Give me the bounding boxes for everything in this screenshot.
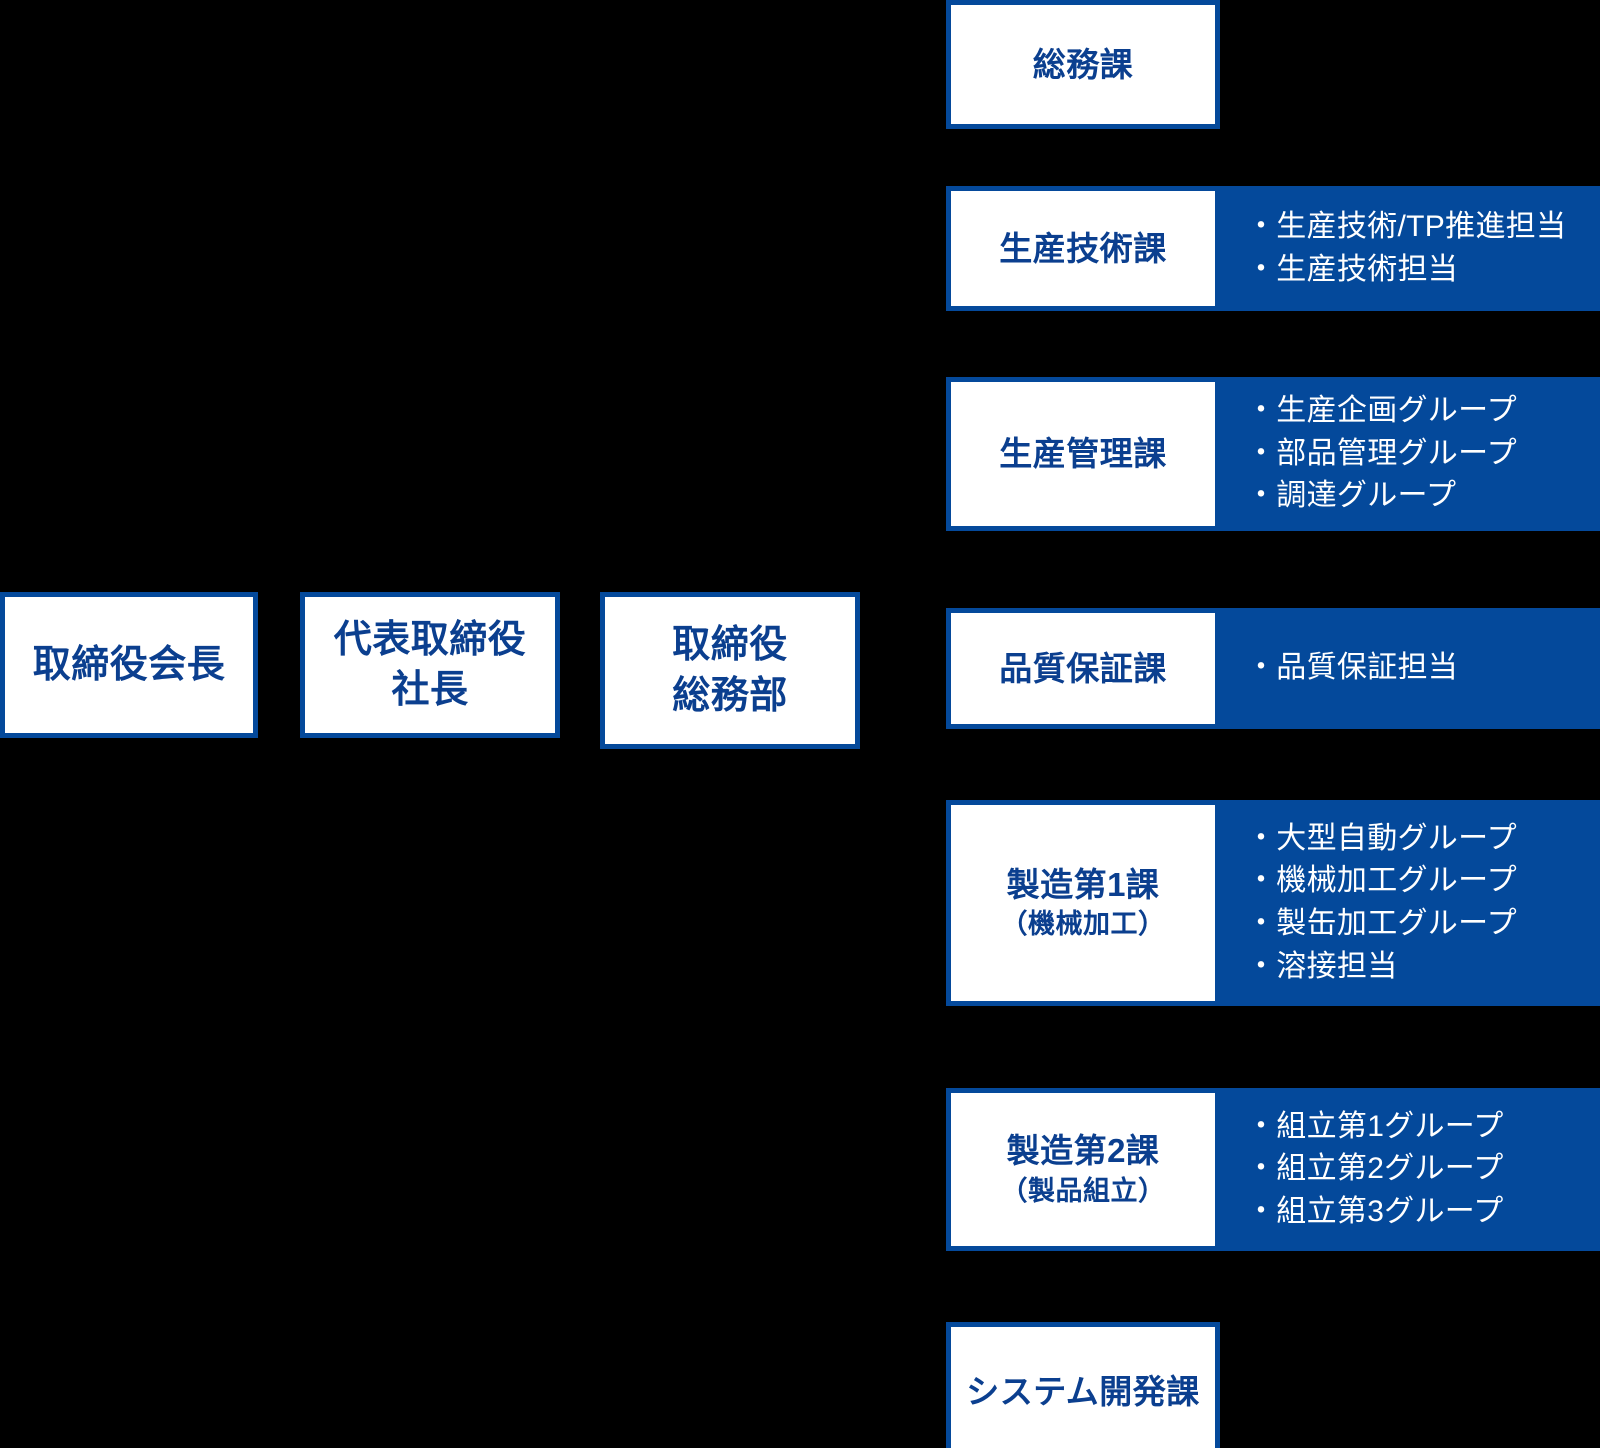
dept-item: ・溶接担当 (1246, 949, 1398, 983)
dept-name-box[interactable]: システム開発課 (946, 1322, 1220, 1448)
dept-name-label: 製造第1課 (1006, 865, 1160, 903)
dept-name-label: 総務課 (1032, 45, 1134, 83)
dept-name-sublabel: （製品組立） (1000, 1175, 1166, 1206)
dept-name-box[interactable]: 生産管理課 (946, 377, 1220, 531)
exec-box-president[interactable]: 代表取締役 社長 (300, 592, 560, 738)
dept-row-quality-assurance: 品質保証課 ・品質保証担当 (946, 608, 1600, 729)
dept-item: ・組立第3グループ (1246, 1194, 1504, 1228)
dept-name-label: 品質保証課 (999, 649, 1167, 687)
dept-name-sublabel: （機械加工） (1000, 909, 1166, 940)
exec-label-line2: 社長 (391, 669, 469, 711)
dept-item: ・品質保証担当 (1246, 651, 1459, 685)
dept-item: ・部品管理グループ (1246, 436, 1517, 470)
dept-name-box[interactable]: 生産技術課 (946, 186, 1220, 311)
dept-items-panel: ・品質保証担当 (1220, 608, 1600, 729)
dept-name-label: 生産管理課 (999, 435, 1167, 473)
dept-row-manufacturing-1: 製造第1課 （機械加工） ・大型自動グループ ・機械加工グループ ・製缶加工グル… (946, 800, 1600, 1006)
dept-row-production-control: 生産管理課 ・生産企画グループ ・部品管理グループ ・調達グループ (946, 377, 1600, 531)
exec-label-line2: 総務部 (672, 674, 788, 717)
dept-row-manufacturing-2: 製造第2課 （製品組立） ・組立第1グループ ・組立第2グループ ・組立第3グル… (946, 1088, 1600, 1251)
exec-box-director-general-affairs[interactable]: 取締役 総務部 (600, 592, 860, 749)
dept-items-panel (1220, 0, 1600, 129)
dept-name-box[interactable]: 品質保証課 (946, 608, 1220, 729)
exec-label-line1: 代表取締役 (333, 618, 527, 661)
dept-name-label: 製造第2課 (1006, 1132, 1160, 1170)
exec-label: 取締役会長 (33, 640, 226, 690)
dept-items-panel: ・生産企画グループ ・部品管理グループ ・調達グループ (1220, 377, 1600, 531)
exec-label: 取締役 総務部 (672, 620, 788, 720)
exec-label-line1: 取締役会長 (32, 643, 226, 686)
exec-box-chairman[interactable]: 取締役会長 (0, 592, 258, 738)
dept-item: ・組立第1グループ (1246, 1109, 1504, 1143)
dept-name-box[interactable]: 製造第1課 （機械加工） (946, 800, 1220, 1006)
dept-item: ・調達グループ (1246, 479, 1457, 513)
dept-row-production-engineering: 生産技術課 ・生産技術/TP推進担当 ・生産技術担当 (946, 186, 1600, 311)
dept-items-panel: ・組立第1グループ ・組立第2グループ ・組立第3グループ (1220, 1088, 1600, 1251)
dept-item: ・機械加工グループ (1246, 864, 1517, 898)
dept-item: ・大型自動グループ (1246, 821, 1517, 855)
dept-name-label: システム開発課 (966, 1373, 1200, 1411)
dept-item: ・組立第2グループ (1246, 1152, 1504, 1186)
dept-row-general-affairs: 総務課 (946, 0, 1600, 129)
dept-item: ・生産企画グループ (1246, 394, 1517, 428)
dept-name-box[interactable]: 製造第2課 （製品組立） (946, 1088, 1220, 1251)
dept-item: ・製缶加工グループ (1246, 907, 1517, 940)
dept-items-panel (1220, 1322, 1600, 1448)
dept-item: ・生産技術/TP推進担当 (1246, 209, 1567, 243)
dept-items-panel: ・生産技術/TP推進担当 ・生産技術担当 (1220, 186, 1600, 311)
dept-item: ・生産技術担当 (1246, 252, 1459, 286)
dept-row-system-development: システム開発課 (946, 1322, 1600, 1448)
exec-label: 代表取締役 社長 (334, 615, 527, 715)
dept-name-label: 生産技術課 (999, 229, 1167, 267)
dept-items-panel: ・大型自動グループ ・機械加工グループ ・製缶加工グループ ・溶接担当 (1220, 800, 1600, 1006)
dept-name-box[interactable]: 総務課 (946, 0, 1220, 129)
exec-label-line1: 取締役 (672, 624, 788, 667)
